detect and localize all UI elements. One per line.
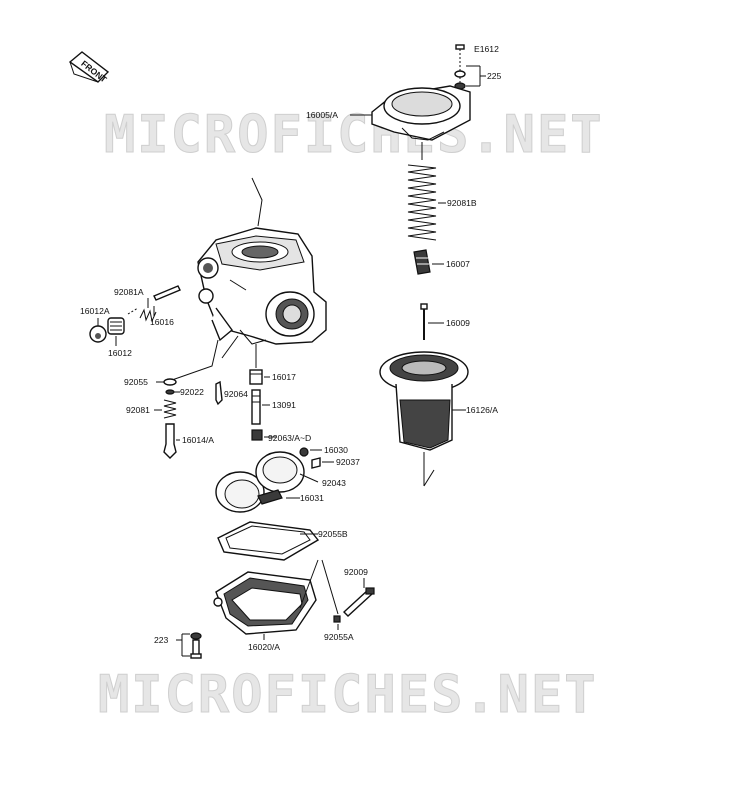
- screw-223: [190, 632, 202, 659]
- label-16016: 16016: [150, 317, 174, 327]
- spring-92081a: [139, 308, 157, 323]
- gasket-92055b: [217, 521, 320, 561]
- label-16012a: 16012A: [80, 306, 110, 316]
- needle-holder-16007: [413, 249, 431, 275]
- pilot-screw-16016: [127, 285, 181, 315]
- jet-16017: [249, 369, 263, 385]
- spring-92081b: [407, 164, 437, 241]
- watermark-bottom: MICROFICHES.NET: [98, 665, 598, 725]
- watermark-top: MICROFICHES.NET: [104, 105, 604, 165]
- label-16007: 16007: [446, 259, 470, 269]
- label-92064: 92064: [224, 389, 248, 399]
- screw-e1612: [455, 44, 465, 88]
- drain-screw-92009: [342, 587, 375, 617]
- label-16012: 16012: [108, 348, 132, 358]
- label-223: 223: [154, 635, 169, 645]
- label-16031: 16031: [300, 493, 324, 503]
- label-92037: 92037: [336, 457, 360, 467]
- label-16020a: 16020/A: [248, 642, 280, 652]
- label-13091: 13091: [272, 400, 296, 410]
- label-225: 225: [487, 71, 502, 81]
- label-92043: 92043: [322, 478, 346, 488]
- needle-jet-13091: [251, 389, 261, 425]
- label-92081a: 92081A: [114, 287, 144, 297]
- jet-needle-16009: [420, 303, 428, 340]
- label-92055b: 92055B: [318, 529, 348, 539]
- front-direction-badge: FRONT: [68, 51, 109, 85]
- label-16126a: 16126/A: [466, 405, 498, 415]
- label-92055a: 92055A: [324, 632, 354, 642]
- main-jet-92063: [251, 429, 263, 441]
- washer-225: [454, 65, 486, 90]
- screw-92064: [215, 380, 223, 406]
- plunger-16012: [107, 317, 125, 335]
- o-ring-92055a: [333, 615, 341, 623]
- label-92063ad: 92063/A~D: [268, 433, 311, 443]
- diaphragm-slide-16126a: [379, 351, 469, 451]
- cap-16012a: [89, 325, 107, 343]
- label-92022: 92022: [180, 387, 204, 397]
- label-16014a: 16014/A: [182, 435, 214, 445]
- valve-16014a: [163, 423, 177, 459]
- label-92081b: 92081B: [447, 198, 477, 208]
- label-16017: 16017: [272, 372, 296, 382]
- label-16005a: 16005/A: [306, 110, 338, 120]
- o-ring-92055: [163, 378, 177, 386]
- washer-92022: [165, 389, 175, 395]
- clip-92037: [311, 457, 321, 469]
- label-16030: 16030: [324, 445, 348, 455]
- pin-16030: [299, 447, 309, 457]
- label-16009: 16009: [446, 318, 470, 328]
- chamber-cover-16005a: [371, 85, 471, 141]
- float-bowl-16020a: [213, 571, 317, 635]
- label-92055: 92055: [124, 377, 148, 387]
- label-92009: 92009: [344, 567, 368, 577]
- spring-92081: [163, 399, 177, 419]
- carburetor-body: [197, 177, 327, 345]
- diagram-id: E1612: [474, 44, 499, 54]
- float-16031: [215, 451, 305, 513]
- label-92081: 92081: [126, 405, 150, 415]
